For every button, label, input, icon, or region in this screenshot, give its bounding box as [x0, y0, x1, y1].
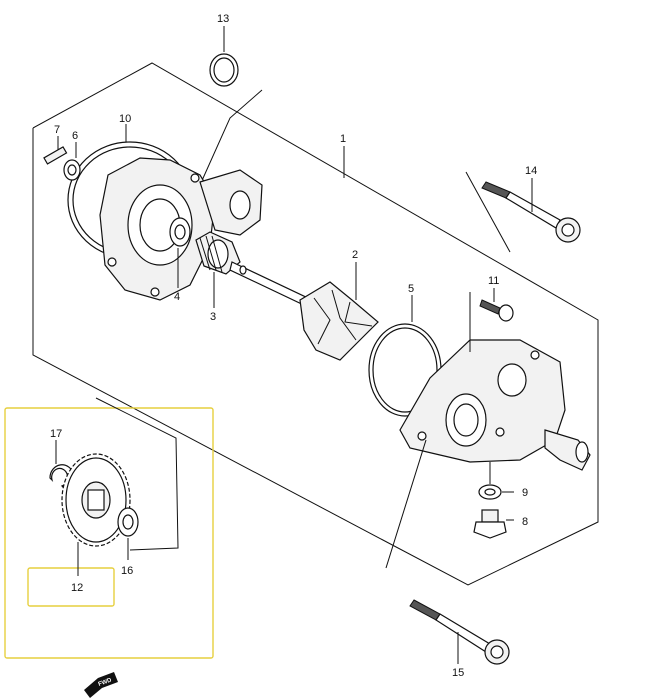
o-ring-13-inner	[213, 57, 235, 83]
callout-17[interactable]: 17	[50, 428, 62, 440]
callout-3[interactable]: 3	[210, 311, 216, 323]
washer-16-hole	[122, 514, 134, 530]
pump-body[interactable]	[399, 339, 591, 471]
leader-15-to-body	[385, 439, 427, 569]
callout-7[interactable]: 7	[54, 124, 60, 136]
drain-plug-8[interactable]	[473, 509, 507, 539]
svg-text:FWD: FWD	[98, 677, 114, 688]
sprocket-12[interactable]	[61, 453, 131, 547]
callout-13[interactable]: 13	[217, 13, 229, 25]
callout-10[interactable]: 10	[119, 113, 131, 125]
callout-12-highlight-box	[27, 567, 115, 607]
callout-1[interactable]: 1	[340, 133, 346, 145]
callout-16[interactable]: 16	[121, 565, 133, 577]
impeller-shaft-2[interactable]	[229, 261, 379, 361]
washer-9-hole	[484, 488, 496, 496]
assembly-group-outline	[32, 62, 599, 586]
mechanical-seal-3[interactable]	[195, 231, 241, 275]
sub-assembly-highlight-box	[4, 407, 214, 659]
fwd-arrow-icon: FWD	[84, 672, 118, 698]
washer-6-hole	[67, 164, 77, 176]
callout-15[interactable]: 15	[452, 667, 464, 679]
pin-7[interactable]	[43, 146, 68, 165]
o-ring-5-inner	[372, 327, 438, 413]
callout-5[interactable]: 5	[408, 283, 414, 295]
callout-6[interactable]: 6	[72, 130, 78, 142]
pump-case-cover[interactable]	[99, 157, 263, 301]
leader-13-to-body	[199, 89, 263, 186]
callout-12[interactable]: 12	[71, 582, 83, 594]
callout-4[interactable]: 4	[174, 291, 180, 303]
callout-8[interactable]: 8	[522, 516, 528, 528]
callout-11[interactable]: 11	[488, 275, 499, 287]
callout-14[interactable]: 14	[525, 165, 537, 177]
bolt-15[interactable]	[409, 599, 510, 665]
bolt-11[interactable]	[479, 299, 514, 322]
callout-9[interactable]: 9	[522, 487, 528, 499]
bolt-14[interactable]	[481, 181, 581, 243]
sub-assembly-outline	[95, 397, 179, 551]
callout-2[interactable]: 2	[352, 249, 358, 261]
leader-14-to-body	[465, 171, 511, 253]
